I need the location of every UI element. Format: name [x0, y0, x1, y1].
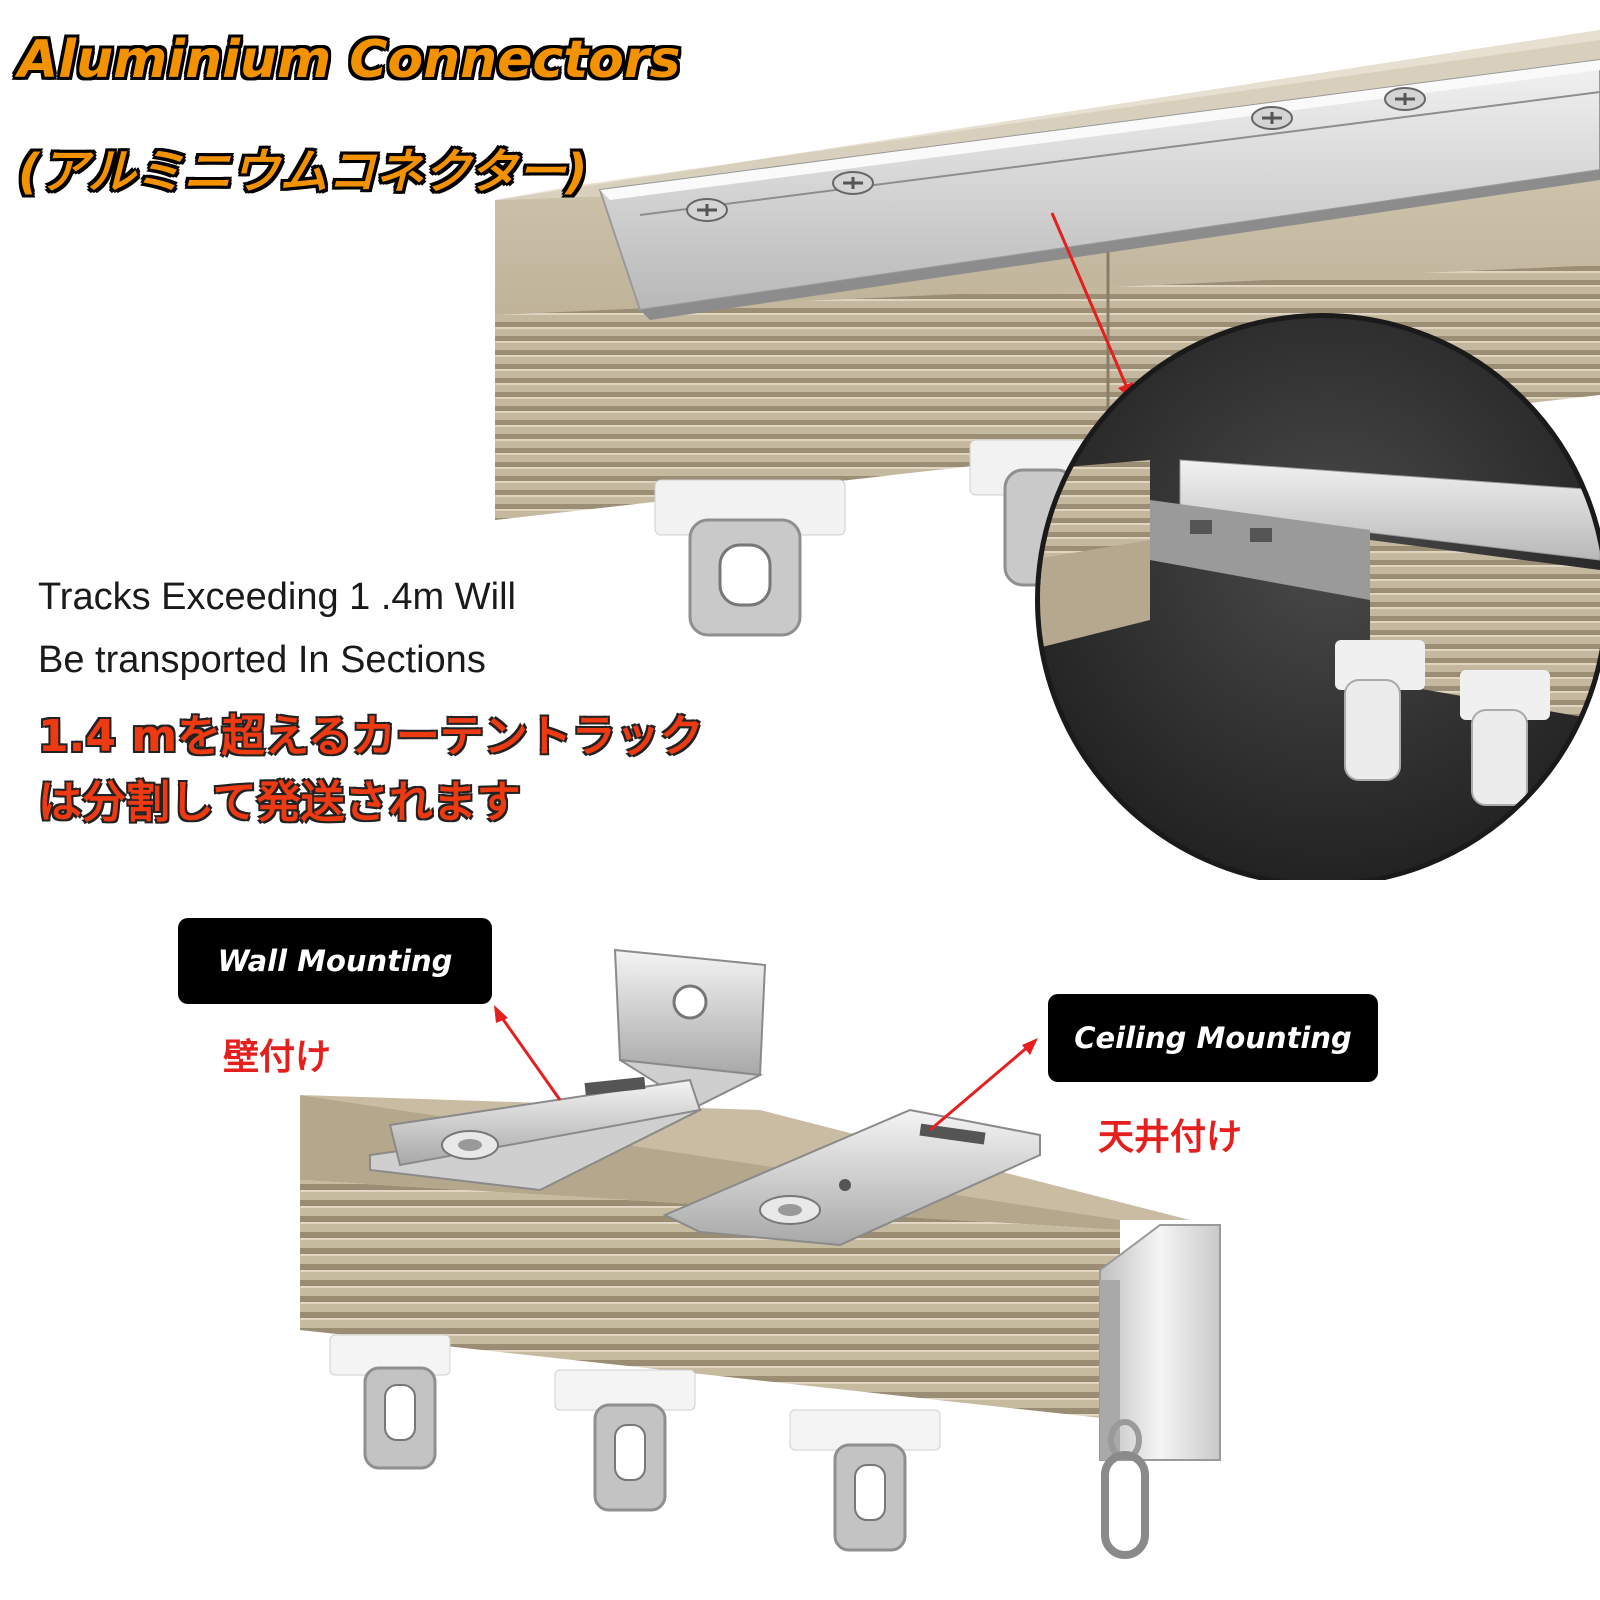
glider-hook — [789, 1409, 941, 1552]
info-en-line-1: Tracks Exceeding 1 .4m Will — [38, 576, 516, 618]
title-line-1: Aluminium Connectors — [18, 30, 681, 90]
wall-mounting-jp: 壁付け — [223, 1037, 332, 1078]
ceiling-bracket — [662, 1108, 1041, 1247]
track-ribs-lower — [300, 1180, 1120, 1420]
wall-pointer-arrow — [498, 1014, 562, 1101]
pointer-arrow — [1050, 212, 1130, 391]
glider-hook — [654, 479, 846, 637]
ceiling-mounting-jp: 天井付け — [1098, 1117, 1243, 1158]
track-connector-illustration — [495, 30, 1600, 880]
ceiling-mounting-label: Ceiling Mounting — [1048, 994, 1378, 1082]
wall-mounting-label: Wall Mounting — [178, 918, 492, 1004]
wall-bracket — [369, 948, 767, 1192]
info-jp-line-1: 1.4 mを超えるカーテントラック — [38, 711, 704, 762]
title-line-2: (アルミニウムコネクター) — [18, 144, 588, 200]
info-jp-line-2: は分割して発送されます — [38, 777, 521, 828]
ceiling-pointer-arrow — [929, 1043, 1031, 1132]
info-en-line-2: Be transported In Sections — [38, 639, 486, 681]
ring-hook — [1101, 1419, 1149, 1559]
mounting-brackets-illustration — [300, 948, 1221, 1559]
glider-hook — [329, 1334, 451, 1470]
glider-hook — [554, 1369, 696, 1512]
